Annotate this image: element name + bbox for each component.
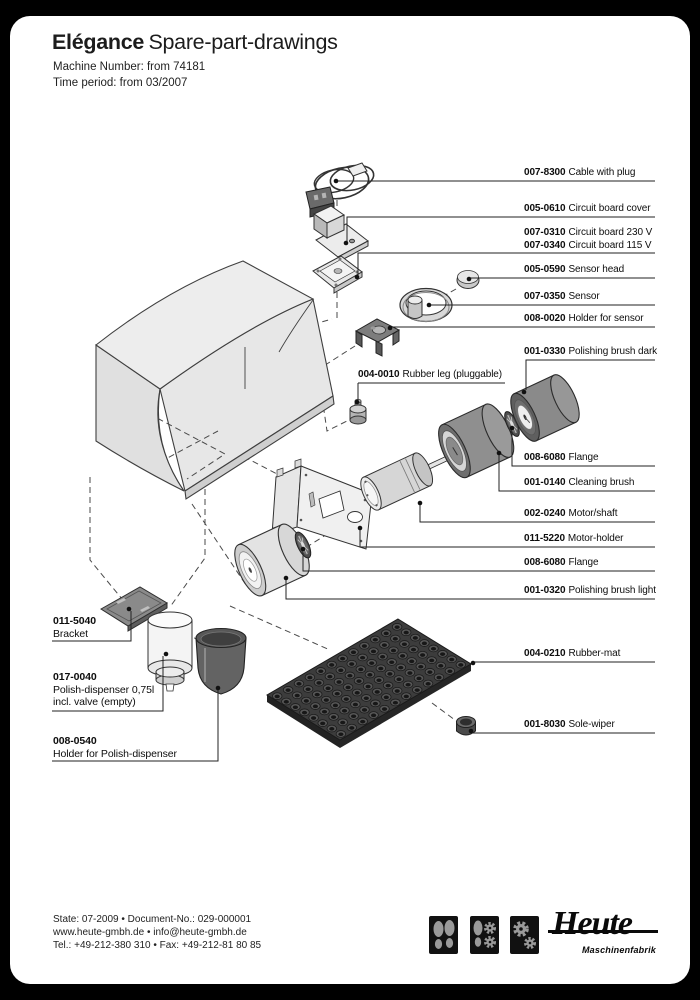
footer-web-line: www.heute-gmbh.de • info@heute-gmbh.de xyxy=(53,927,247,938)
sole-wiper-part xyxy=(456,716,476,736)
leader-lines xyxy=(52,180,655,762)
holder-for-sensor-part xyxy=(354,318,401,357)
company-logo: Heute Maschinenfabrik xyxy=(548,905,660,957)
motor-holder-part xyxy=(271,458,373,550)
leader-dots xyxy=(126,178,527,734)
circuit-board-part xyxy=(312,255,363,294)
cable-with-plug-part xyxy=(305,162,375,218)
machine-housing xyxy=(95,260,335,500)
logo-strike-line xyxy=(548,930,658,933)
footer-state-line: State: 07-2009 • Document-No.: 029-00000… xyxy=(53,914,252,925)
circuit-board-cover-part xyxy=(313,205,369,263)
footer-info: State: 07-2009 • Document-No.: 029-00000… xyxy=(53,913,261,952)
page-title: Elégance Spare-part-drawings xyxy=(52,30,338,55)
logo-wordmark: Heute xyxy=(552,905,633,942)
polishing-brush-light-part xyxy=(234,523,310,597)
machine-number: Machine Number: from 74181 xyxy=(53,61,206,73)
rubber-leg-part xyxy=(349,398,367,425)
bracket-part xyxy=(100,586,168,632)
sensor-part xyxy=(399,287,453,323)
rubber-mat-part xyxy=(266,618,472,748)
logo-subtitle: Maschinenfabrik xyxy=(581,945,656,955)
time-period: Time period: from 03/2007 xyxy=(53,76,188,89)
polishing-brush-dark-part xyxy=(510,374,580,442)
title-text: Spare-part-drawings xyxy=(148,30,338,54)
shoe-soles-icon xyxy=(429,916,458,954)
footer-phone-line: Tel.: +49-212-380 310 • Fax: +49-212-81 … xyxy=(53,940,262,951)
holder-polish-dispenser-part xyxy=(195,627,247,695)
title-brand: Elégance xyxy=(52,30,145,54)
gears-icon xyxy=(510,916,539,954)
page-subtitle: Machine Number: from 74181 Time period: … xyxy=(53,60,205,91)
sole-and-gears-icon xyxy=(470,916,499,954)
label-holder-polish-dispenser: 008-0540 Holder for Polish-dispenser xyxy=(53,735,177,760)
cleaning-brush-part xyxy=(438,403,515,479)
polish-dispenser-part xyxy=(147,611,193,692)
label-polish-dispenser: 017-0040 Polish-dispenser 0,75l incl. va… xyxy=(53,671,155,708)
